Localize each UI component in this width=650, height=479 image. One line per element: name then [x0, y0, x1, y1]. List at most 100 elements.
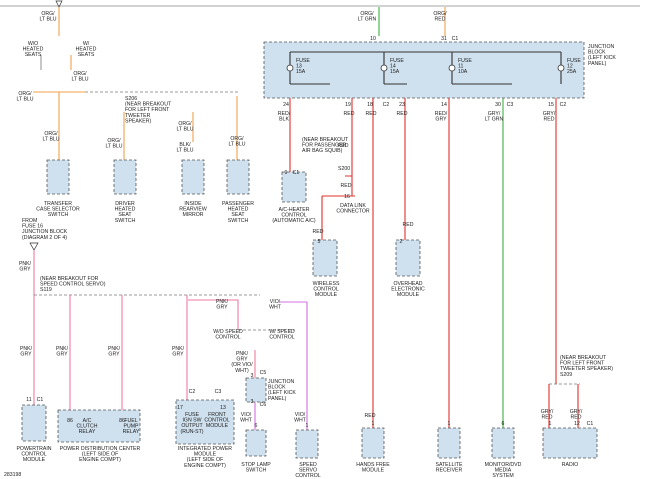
pins-p3b: 3: [251, 399, 254, 405]
passenger-seat-connector: [226, 159, 250, 195]
labels-red-b: RED: [366, 111, 377, 117]
labels-pnk-gry-d: PNK/GRY: [172, 346, 185, 358]
labels-org-ltblu-1: ORG/LT BLU: [39, 11, 56, 23]
labels-pnk-gry-1: PNK/GRY: [19, 261, 32, 273]
pins-p19: 19: [345, 102, 351, 108]
labels-vio-wht-3: VIO/WHT: [294, 412, 307, 424]
pins-pc1b: C1: [293, 170, 300, 176]
labels-pnk-gry-2: PNK/GRY: [216, 299, 229, 311]
labels-top-org-red: ORG/RED: [433, 11, 447, 23]
labels-vio-wht-2: VIO/WHT: [240, 412, 253, 424]
transfer-case-connector: [46, 159, 70, 195]
labels-org-ltblu-2: ORG/LT BLU: [71, 71, 88, 83]
labels-red-g: RED: [403, 222, 414, 228]
pins-p30: 30: [495, 102, 501, 108]
stop-lamp-connector: [245, 429, 267, 457]
pins-p31: 31: [441, 36, 447, 42]
pins-p23: 23: [399, 102, 405, 108]
labels-pnk-gry-c: PNK/GRY: [108, 346, 121, 358]
pins-p86b: 86: [119, 418, 125, 424]
jb-c5-box: [245, 377, 267, 403]
labels-radio: RADIO: [562, 462, 578, 468]
overhead-connector: [395, 239, 421, 277]
mirror-connector: [181, 159, 205, 195]
pins-p6b: 6: [255, 423, 258, 429]
wire-gry-red-radio: [548, 98, 579, 428]
labels-red-d: RED: [341, 183, 352, 189]
labels-red-bottom: RED: [365, 413, 376, 419]
labels-red-blk: RED/BLK: [278, 111, 291, 123]
labels-blk-ltblu: BLK/LT BLU: [176, 142, 193, 154]
junction-block-top: [263, 41, 585, 99]
labels-org-ltblu-3: ORG/LT BLU: [16, 91, 33, 103]
labels-red-gry: RED/GRY: [435, 111, 448, 123]
fuse-12-symbol: [557, 64, 565, 72]
fuse-13-symbol: [286, 64, 294, 72]
fuse-11-symbol: [448, 64, 456, 72]
labels-org-ltblu-4: ORG/LT BLU: [42, 131, 59, 143]
labels-red-a: RED: [344, 111, 355, 117]
labels-id: 283198: [4, 472, 21, 478]
pins-p15: 15: [548, 102, 554, 108]
pins-p18: 18: [367, 102, 373, 108]
labels-pnk-gry-b: PNK/GRY: [56, 346, 69, 358]
labels-red-f: RED: [338, 143, 349, 149]
ipm-box: [175, 399, 235, 445]
hands-free-connector: [361, 427, 385, 459]
labels-red-e: RED: [313, 229, 324, 235]
pins-p2: 2: [400, 239, 403, 245]
pins-p3: 3: [251, 373, 254, 379]
pins-pc2e: C2: [189, 389, 196, 395]
labels-gry-red-2: GRY/RED: [570, 409, 583, 421]
pins-p1d: 1: [306, 423, 309, 429]
pins-p11: 11: [26, 397, 31, 403]
monitor-connector: [491, 427, 515, 459]
from-fuse-arrow: [29, 242, 39, 251]
radio-connector: [542, 427, 598, 459]
labels-gry-red-1: GRY/RED: [541, 409, 554, 421]
pins-p10: 10: [370, 36, 376, 42]
labels-org-ltblu-5: ORG/LT BLU: [105, 138, 122, 150]
satellite-connector: [437, 427, 461, 459]
pins-pc1d: C1: [587, 421, 594, 427]
fuse-14-symbol: [380, 64, 388, 72]
pins-p1b: 1: [448, 421, 451, 427]
pins-pc3: C3: [507, 102, 514, 108]
labels-red-c: RED: [397, 111, 408, 117]
pins-pc2a: C2: [383, 102, 390, 108]
labels-org-ltblu-7: ORG/LT BLU: [228, 136, 245, 148]
pcm-connector: [21, 404, 47, 442]
labels-pnk-gry-a: PNK/GRY: [20, 346, 33, 358]
